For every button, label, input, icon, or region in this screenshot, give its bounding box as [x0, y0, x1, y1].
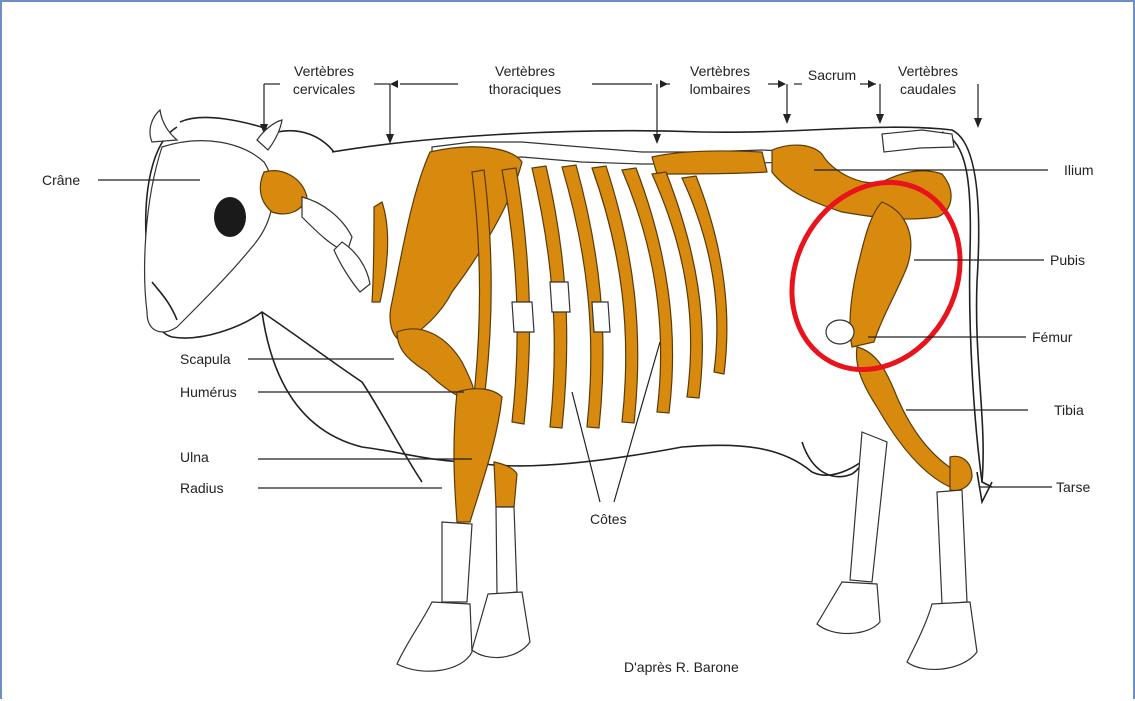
region-sacrum: Sacrum [808, 67, 856, 83]
hind-leg [817, 202, 977, 669]
label-scapula: Scapula [180, 351, 231, 367]
cervical-vertebrae [260, 171, 370, 292]
region-arrows [264, 84, 978, 140]
region-cervicales-line1: Vertèbres [294, 63, 354, 79]
label-tibia: Tibia [1054, 402, 1084, 418]
sacrum-ilium [772, 145, 951, 219]
label-femur: Fémur [1032, 329, 1073, 345]
credit-text: D'après R. Barone [624, 659, 739, 675]
tarse-bone [950, 456, 972, 490]
region-sacrum-line1: Sacrum [808, 67, 856, 83]
radius-ulna-bone [454, 389, 502, 522]
region-caudales-line2: caudales [900, 81, 956, 97]
label-radius: Radius [180, 480, 224, 496]
region-arrowheads [260, 80, 982, 144]
front-leg [397, 329, 530, 671]
region-cervicales-line2: cervicales [293, 81, 355, 97]
label-cotes: Côtes [590, 511, 627, 527]
region-caudales-line1: Vertèbres [898, 63, 958, 79]
label-pubis: Pubis [1050, 252, 1085, 268]
region-lombaires: Vertèbres lombaires [690, 63, 751, 97]
scapula-bone [390, 147, 522, 342]
region-cervicales: Vertèbres cervicales [293, 63, 355, 97]
label-tarse: Tarse [1056, 479, 1090, 495]
region-thoraciques-line1: Vertèbres [495, 63, 555, 79]
region-caudales: Vertèbres caudales [898, 63, 958, 97]
label-crane: Crâne [42, 172, 80, 188]
label-ilium: Ilium [1064, 162, 1094, 178]
region-lombaires-line2: lombaires [690, 81, 751, 97]
region-thoraciques-line2: thoraciques [489, 81, 561, 97]
region-lombaires-line1: Vertèbres [690, 63, 750, 79]
label-humerus: Humérus [180, 384, 237, 400]
label-ulna: Ulna [180, 449, 209, 465]
ribs [472, 165, 727, 428]
eye-socket [214, 197, 246, 237]
femur-bone [850, 202, 911, 347]
region-thoraciques: Vertèbres thoraciques [489, 63, 561, 97]
